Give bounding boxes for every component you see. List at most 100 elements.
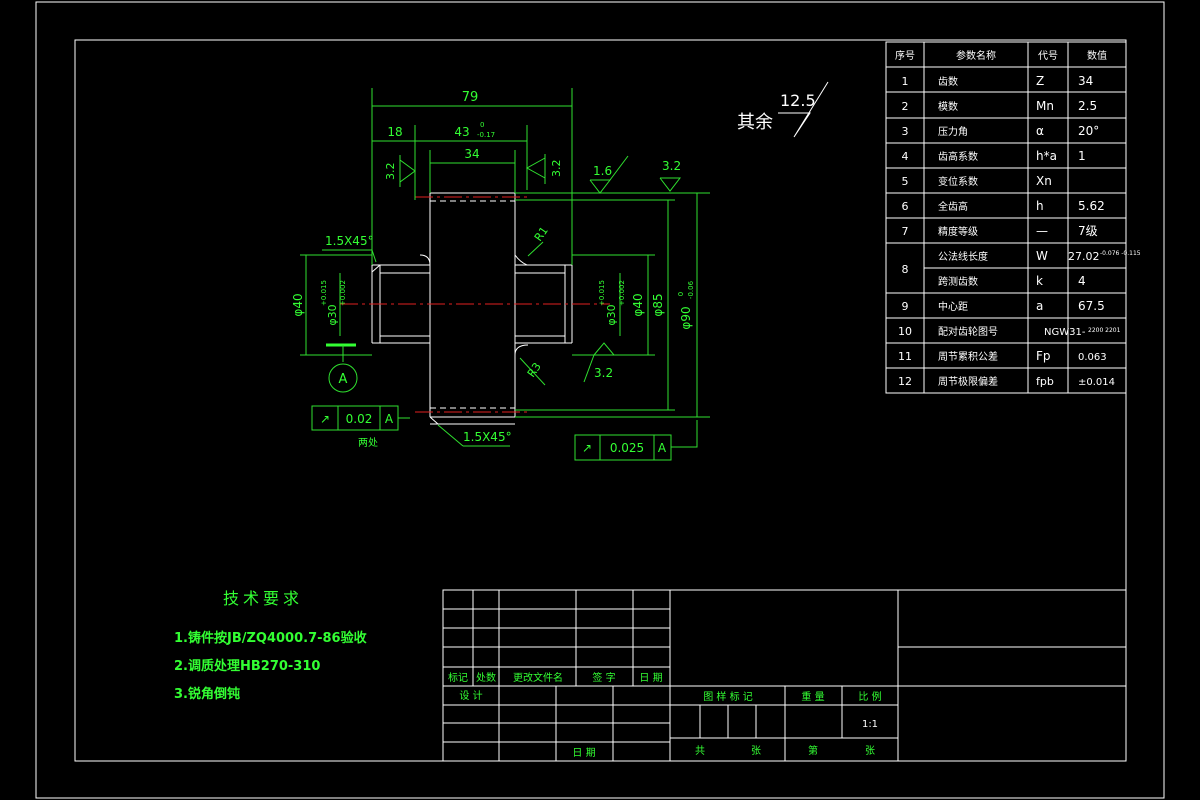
datum-a-label: A — [339, 372, 348, 387]
dim-phi90: φ90 — [679, 306, 693, 329]
w-tolerance: -0.076 -0.115 — [1100, 250, 1141, 257]
row-no: 1 — [902, 75, 909, 88]
tb-sheet: 张 — [751, 745, 761, 757]
part-outline — [371, 192, 573, 425]
row-sym: α — [1036, 124, 1044, 138]
row-sym: Mn — [1036, 99, 1054, 113]
row-name: 压力角 — [938, 125, 968, 138]
dim-left-bore-tol-upper: +0.015 — [320, 280, 328, 306]
dim-bottom-chamfer: 1.5X45° — [463, 430, 512, 444]
dim-left-bore: φ30 — [326, 304, 339, 325]
tech-req-item: 3.锐角倒钝 — [174, 686, 240, 702]
dim-left-length: 18 — [387, 125, 402, 139]
tb-date2: 日 期 — [572, 747, 595, 759]
datum-a-circle — [328, 363, 358, 393]
row-sym: Z — [1036, 74, 1044, 88]
roughness-right: 3.2 — [550, 160, 563, 178]
row-val: ±0.014 — [1078, 377, 1115, 388]
row-name: 跨测齿数 — [938, 275, 978, 288]
th-val: 数值 — [1087, 49, 1107, 62]
row-no: 2 — [902, 100, 909, 113]
row-no: 10 — [898, 325, 912, 338]
row-val: 7级 — [1078, 224, 1098, 238]
roughness-left-symbol — [399, 159, 416, 183]
roughness-top-right: 3.2 — [662, 159, 681, 173]
other-label: 其余 — [737, 112, 773, 133]
row-no: 6 — [902, 200, 909, 213]
dim-phi90-tol-upper: 0 — [677, 292, 685, 296]
tb-stage: 图 样 标 记 — [703, 690, 753, 703]
tb-scale-value: 1:1 — [862, 719, 878, 730]
inner-frame — [74, 39, 1127, 762]
row-name: 变位系数 — [938, 175, 978, 188]
mate-drawing-sub: 2200 2201 — [1088, 327, 1121, 334]
dim-right-bore-tol-upper: +0.015 — [598, 280, 606, 306]
row-val: 20° — [1078, 124, 1099, 138]
row-sym: W — [1036, 249, 1048, 263]
roughness-top-right-symbol — [659, 177, 682, 192]
row-val: 5.62 — [1078, 199, 1105, 213]
params-table: 序号 参数名称 代号 数值 1 齿数 Z 34 2 模数 Mn 2.5 3 压力… — [885, 41, 1141, 394]
runout-symbol: ↗ — [582, 441, 592, 455]
row-no: 9 — [902, 300, 909, 313]
row-sym: NGW31- — [1044, 327, 1086, 338]
tb-no: 第 — [808, 744, 818, 757]
other-roughness: 其余 12.5 — [737, 81, 829, 138]
row-name: 齿高系数 — [938, 150, 978, 163]
tb-scale: 比 例 — [858, 690, 881, 703]
roughness-16-symbol — [589, 179, 612, 194]
dim-left-shaft: φ40 — [291, 293, 305, 316]
runout-symbol: ↗ — [320, 412, 330, 426]
tb-doc: 更改文件名 — [513, 671, 563, 684]
row-sym: k — [1036, 274, 1043, 288]
outer-frame — [35, 1, 1165, 799]
tolerance-frame-right: ↗ 0.025 A — [574, 420, 698, 461]
roughness-left: 3.2 — [384, 163, 397, 181]
row-name: 齿数 — [938, 75, 958, 88]
row-name: 公法线长度 — [938, 250, 988, 263]
row-no: 11 — [898, 350, 912, 363]
roughness-bottom-symbol — [593, 342, 616, 356]
row-val: 27.02 — [1068, 250, 1100, 263]
row-name: 配对齿轮图号 — [938, 325, 998, 338]
th-no: 序号 — [895, 49, 915, 62]
tb-weight: 重 量 — [801, 690, 824, 703]
row-val: 34 — [1078, 74, 1093, 88]
two-places-note: 两处 — [358, 437, 378, 449]
row-name: 周节累积公差 — [938, 350, 998, 363]
row-no: 5 — [902, 175, 909, 188]
row-no: 7 — [902, 225, 909, 238]
dim-left-bore-tol-lower: +0.002 — [339, 280, 347, 306]
tech-req-item: 2.调质处理HB270-310 — [174, 658, 320, 674]
row-sym: h — [1036, 199, 1044, 213]
row-no: 3 — [902, 125, 909, 138]
row-no: 12 — [898, 375, 912, 388]
tb-date: 日 期 — [639, 672, 662, 684]
tb-total: 共 — [695, 745, 705, 757]
dim-r3: R3 — [525, 360, 544, 379]
row-name: 中心距 — [938, 300, 968, 313]
tol-left-value: 0.02 — [346, 412, 373, 426]
title-block: 标记 处数 更改文件名 签 字 日 期 设 计 日 期 图 样 标 记 重 量 … — [442, 589, 1127, 762]
row-val: 67.5 — [1078, 299, 1105, 313]
row-sym: Fp — [1036, 349, 1051, 363]
tb-sign: 签 字 — [592, 671, 615, 684]
th-sym: 代号 — [1038, 50, 1058, 62]
dim-left-chamfer: 1.5X45° — [325, 234, 374, 248]
tol-left-datum: A — [385, 412, 394, 426]
roughness-bottom: 3.2 — [594, 366, 613, 380]
th-name: 参数名称 — [956, 49, 996, 62]
row-val: 1 — [1078, 149, 1086, 163]
dim-right-bore-tol-lower: +0.002 — [618, 280, 626, 306]
row-name: 精度等级 — [938, 225, 978, 238]
row-val: 4 — [1078, 274, 1086, 288]
dim-phi90-tol-lower: -0.06 — [687, 280, 695, 299]
row-sym: a — [1036, 299, 1043, 313]
row-val: 0.063 — [1078, 352, 1107, 363]
row-name: 模数 — [938, 100, 958, 113]
roughness-16: 1.6 — [593, 164, 612, 178]
tb-count: 处数 — [476, 671, 496, 684]
tol-right-datum: A — [658, 441, 667, 455]
roughness-right-symbol — [525, 157, 546, 179]
